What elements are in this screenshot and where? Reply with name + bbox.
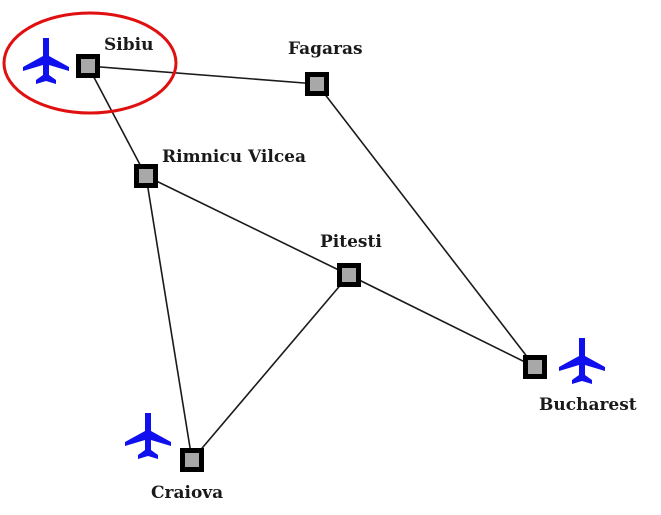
city-label-bucharest: Bucharest	[539, 395, 637, 415]
road-pitesti-bucharest	[348, 274, 536, 368]
city-label-rimnicu-vilcea: Rimnicu Vilcea	[162, 147, 306, 167]
city-node-bucharest[interactable]	[523, 355, 547, 379]
city-node-pitesti[interactable]	[337, 263, 361, 287]
city-label-sibiu: Sibiu	[104, 35, 153, 55]
city-label-fagaras: Fagaras	[288, 39, 363, 59]
road-rimnicu-vilcea-craiova	[145, 175, 193, 461]
airplane-icon	[559, 338, 605, 384]
airplane-icon	[23, 38, 69, 84]
road-pitesti-craiova	[191, 274, 350, 461]
road-rimnicu-vilcea-pitesti	[145, 175, 350, 276]
city-node-rimnicu-vilcea[interactable]	[134, 164, 158, 188]
city-label-craiova: Craiova	[151, 483, 223, 503]
road-fagaras-bucharest	[316, 83, 536, 368]
labels-layer: Sibiu Fagaras Rimnicu Vilcea Pitesti Buc…	[104, 35, 637, 503]
road-sibiu-fagaras	[87, 65, 318, 85]
city-node-sibiu[interactable]	[76, 54, 100, 78]
city-label-pitesti: Pitesti	[320, 232, 382, 252]
planes-layer	[23, 38, 605, 459]
city-node-craiova[interactable]	[180, 448, 204, 472]
roads-layer	[87, 65, 536, 461]
city-node-fagaras[interactable]	[305, 72, 329, 96]
airplane-icon	[125, 413, 171, 459]
road-sibiu-rimnicu-vilcea	[87, 65, 147, 177]
highlight-ring	[2, 11, 178, 115]
nodes-layer	[76, 54, 547, 472]
